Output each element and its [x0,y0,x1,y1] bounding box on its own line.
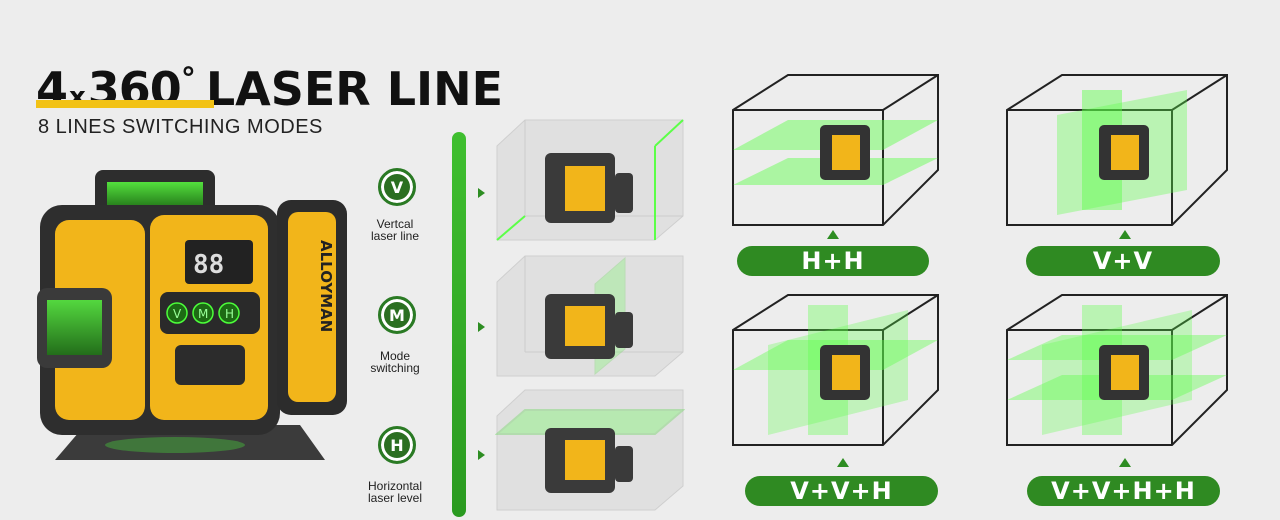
mode-v-label-line1: Vertcal [376,217,414,231]
combo-vv-label: V+V [1026,246,1220,276]
box-edge [1007,74,1228,225]
combo-vvh-label: V+V+H [745,476,938,506]
device-thumbnail-panel [1111,135,1139,170]
device-button-m [192,302,214,324]
device-thumbnail-panel [565,440,605,480]
device-thumbnail-battery [615,173,633,213]
device-thumbnail-battery [615,446,633,482]
device-display [185,240,253,284]
arrow-right-icon [478,322,485,332]
box-frame [732,74,939,226]
arrow-up-icon [827,230,839,239]
combo-vvh-box [732,294,939,446]
mode-progress-bar [452,132,466,517]
subtitle: 8 LINES SWITCHING MODES [38,116,323,138]
arrow-up-icon [837,458,849,467]
device-button-v-label: V [173,307,182,321]
title-degree-symbol: ° [180,62,196,97]
mode-m-label-line1: Mode [379,349,411,363]
mode-h-label: Horizontal laser level [350,480,440,504]
combo-hh-label: H+H [737,246,929,276]
laser-floor-glow [105,437,245,453]
box-edge [733,74,939,225]
mode-h-label-line2: laser level [367,491,423,505]
box-frame [1006,294,1228,446]
mode-m-icon: M [378,296,416,334]
mode-m-label-line2: switching [370,361,420,375]
mode-m-label: Mode switching [350,350,440,374]
device-knob [175,345,245,385]
vertical-mode-box [496,119,684,241]
box-frame [732,294,939,446]
device-thumbnail-panel [565,166,605,211]
box-edge [733,294,939,445]
mode-v-icon: V [378,168,416,206]
battery-brand: ALLOYMAN [317,240,335,332]
device-thumbnail-panel [1111,355,1139,390]
laser-level-device-image: 88 V M H ALLOYMAN [37,170,347,460]
laser-line-vertical [654,119,684,147]
device-button-h-label: H [225,307,234,321]
title-word: LASER LINE [205,62,504,116]
title-underline [36,100,214,108]
combo-vvhh-label: V+V+H+H [1027,476,1220,506]
laser-line-floor [496,215,526,241]
device-thumbnail-panel [832,135,860,170]
horizontal-mode-box [495,389,685,511]
box-edge [1007,294,1228,445]
device-thumbnail-panel [565,306,605,346]
mode-v-label: Vertcal laser line [350,218,440,242]
combo-vv-box [1006,74,1228,226]
combo-vvhh-box [1006,294,1228,446]
side-laser-window [47,300,102,355]
arrow-up-icon [1119,458,1131,467]
device-thumbnail-battery [615,312,633,348]
mode-h-icon: H [378,426,416,464]
arrow-right-icon [478,188,485,198]
mode-v-label-line2: laser line [370,229,420,243]
mode-h-label-line1: Horizontal [367,479,423,493]
combo-hh-box [732,74,939,226]
device-button-m-label: M [198,307,208,321]
box-frame [1006,74,1228,226]
mode-switching-box [496,255,684,377]
battery-label [288,212,336,402]
arrow-right-icon [478,450,485,460]
device-button-h [218,302,240,324]
arrow-up-icon [1119,230,1131,239]
display-digits: 88 [193,250,224,280]
device-thumbnail-panel [832,355,860,390]
device-button-v [166,302,188,324]
